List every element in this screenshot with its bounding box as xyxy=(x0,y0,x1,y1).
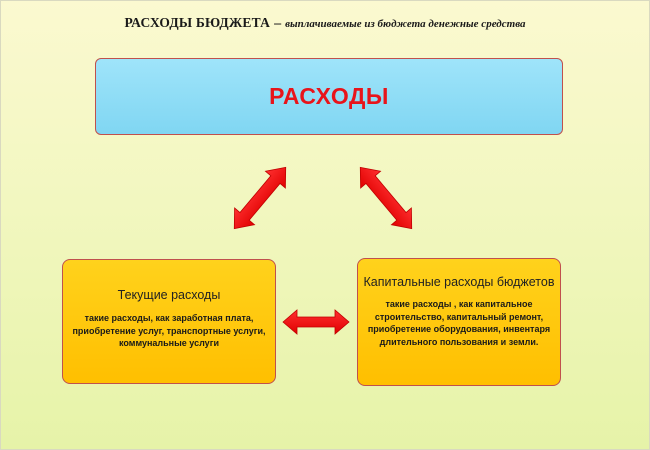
current-expenses-title: Текущие расходы xyxy=(117,288,221,302)
expenses-box: РАСХОДЫ xyxy=(95,58,563,135)
current-expenses-description: такие расходы, как заработная плата, при… xyxy=(72,313,266,348)
double-arrow-main-capital xyxy=(359,166,413,230)
heading-definition: выплачиваемые из бюджета денежные средст… xyxy=(285,18,526,30)
capital-expenses-title: Капитальные расходы бюджетов xyxy=(363,275,555,289)
current-expenses-box: Текущие расходы такие расходы, как зараб… xyxy=(62,259,276,384)
slide-heading: РАСХОДЫ БЮДЖЕТА – выплачиваемые из бюдже… xyxy=(0,14,650,32)
capital-expenses-description: такие расходы , как капитальное строител… xyxy=(367,299,551,347)
double-arrow-main-current xyxy=(233,166,287,230)
heading-dash: – xyxy=(274,16,282,31)
expenses-label: РАСХОДЫ xyxy=(269,83,389,109)
heading-title: РАСХОДЫ БЮДЖЕТА xyxy=(124,15,271,30)
capital-expenses-box: Капитальные расходы бюджетов такие расхо… xyxy=(357,258,561,386)
double-arrow-current-capital xyxy=(282,309,350,335)
